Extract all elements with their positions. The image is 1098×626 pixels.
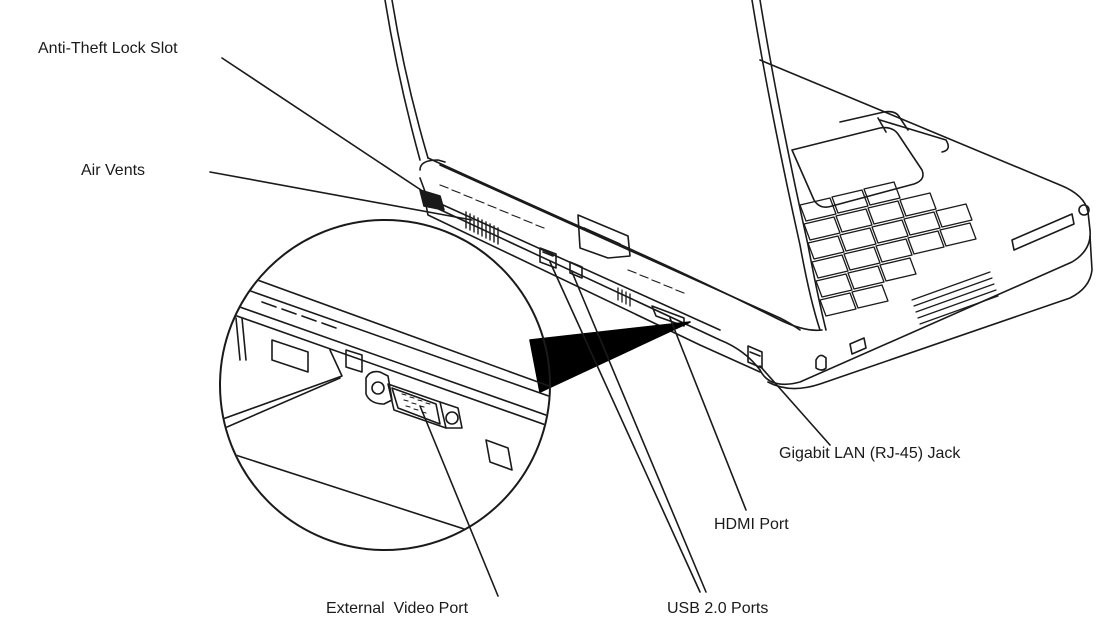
label-usb-ports: USB 2.0 Ports: [667, 600, 769, 617]
leader-video: [420, 406, 498, 596]
leader-usb-2: [572, 272, 706, 592]
touchpad: [792, 112, 948, 208]
leader-lines: [210, 58, 830, 596]
label-air-vents: Air Vents: [81, 162, 146, 179]
zoom-circle: [220, 220, 550, 550]
side-button: [1079, 205, 1089, 215]
label-gigabit-lan-jack: Gigabit LAN (RJ-45) Jack: [779, 445, 961, 462]
leader-usb-1: [550, 262, 700, 592]
label-anti-theft-lock-slot: Anti-Theft Lock Slot: [38, 40, 178, 57]
speaker-grill: [912, 272, 998, 324]
leader-air-vents: [210, 172, 472, 220]
leader-anti-theft: [222, 58, 430, 196]
hdmi-port: [652, 306, 684, 326]
leader-hdmi: [670, 318, 746, 510]
usb-port-2: [570, 262, 582, 278]
laptop-lid: [385, 0, 826, 330]
leader-lan: [760, 366, 830, 445]
air-vent-dashes: [440, 185, 684, 293]
side-ports: [420, 185, 866, 370]
usb-port: [540, 248, 556, 268]
lock-slot: [420, 190, 444, 210]
zoom-inset: [220, 220, 690, 560]
card-slot: [1012, 214, 1074, 250]
laptop-base: [420, 60, 1092, 389]
air-vent-grille: [466, 212, 498, 244]
zoom-cone: [530, 322, 690, 392]
label-hdmi-port: HDMI Port: [714, 516, 789, 533]
label-external-video-port: External Video Port: [326, 600, 469, 617]
lan-port: [748, 346, 762, 368]
keyboard: [800, 182, 976, 316]
